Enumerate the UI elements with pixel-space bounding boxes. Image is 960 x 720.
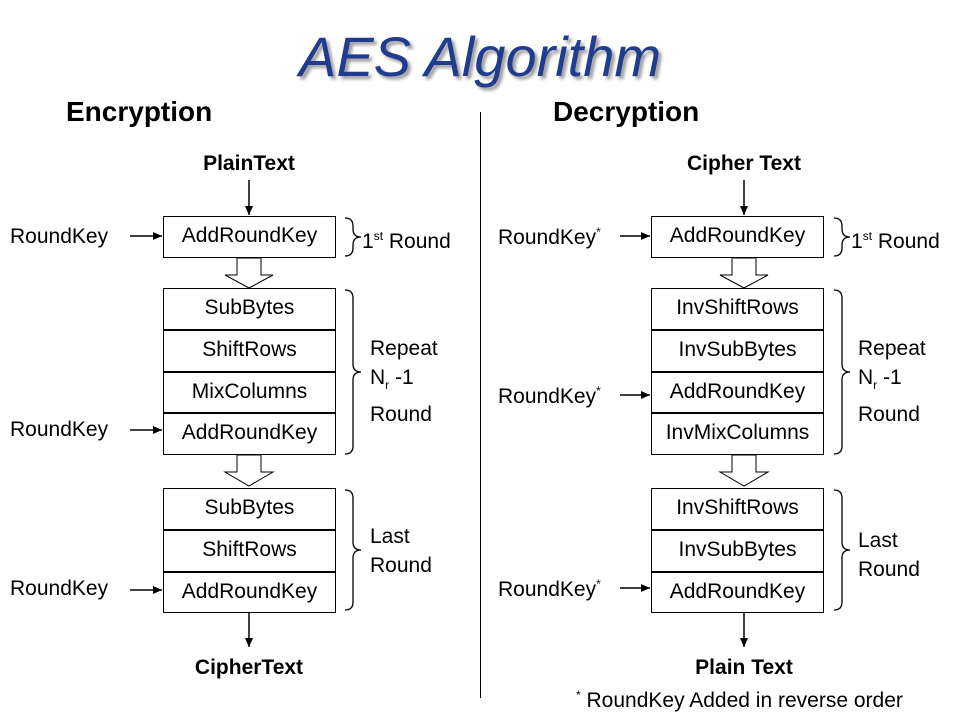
- dec-last-add-round-key: AddRoundKey: [651, 572, 824, 613]
- enc-round-key-1: RoundKey: [10, 225, 109, 248]
- dec-brace-repeat: [833, 289, 851, 455]
- dec-last-inv-shift-rows: InvShiftRows: [651, 488, 824, 530]
- dec-repeat-inv-sub-bytes: InvSubBytes: [651, 330, 824, 372]
- dec-repeat-inv-shift-rows: InvShiftRows: [651, 288, 824, 330]
- enc-brace-first: [344, 217, 362, 257]
- page-title: AES Algorithm: [298, 25, 662, 88]
- dec-last-inv-sub-bytes: InvSubBytes: [651, 530, 824, 572]
- dec-repeat-add-round-key: AddRoundKey: [651, 372, 824, 413]
- dec-round-key-2: RoundKey*: [498, 384, 601, 408]
- enc-first-round-label: 1st Round: [362, 229, 451, 253]
- dec-first-add-round-key: AddRoundKey: [651, 216, 824, 258]
- enc-round-key-3: RoundKey: [10, 577, 109, 600]
- dec-block-arrow-2: [718, 454, 770, 487]
- dec-output-label: Plain Text: [695, 656, 793, 679]
- enc-brace-repeat: [344, 289, 362, 455]
- enc-last-sub-bytes: SubBytes: [163, 488, 336, 530]
- enc-repeat-mix-columns: MixColumns: [163, 372, 336, 413]
- decryption-heading: Decryption: [553, 96, 700, 127]
- dec-first-round-label: 1st Round: [851, 229, 940, 253]
- dec-round-key-1: RoundKey*: [498, 225, 601, 249]
- enc-repeat-add-round-key: AddRoundKey: [163, 413, 336, 455]
- enc-block-arrow-2: [223, 454, 275, 487]
- dec-repeat-inv-mix-columns: InvMixColumns: [651, 413, 824, 455]
- center-divider: [480, 112, 481, 698]
- enc-input-label: PlainText: [203, 152, 295, 175]
- dec-input-label: Cipher Text: [687, 152, 801, 175]
- enc-repeat-sub-bytes: SubBytes: [163, 288, 336, 330]
- enc-last-add-round-key: AddRoundKey: [163, 572, 336, 613]
- dec-round-key-3: RoundKey*: [498, 577, 601, 601]
- dec-last-round-label: Last Round: [858, 529, 920, 581]
- footnote: * RoundKey Added in reverse order: [576, 688, 903, 712]
- enc-last-round-label: Last Round: [370, 525, 432, 577]
- enc-block-arrow-1: [224, 257, 274, 289]
- enc-repeat-shift-rows: ShiftRows: [163, 330, 336, 372]
- dec-brace-first: [833, 217, 851, 257]
- encryption-heading: Encryption: [66, 96, 213, 127]
- enc-brace-last: [344, 489, 362, 611]
- dec-repeat-round-label: Repeat Nr -1 Round: [858, 337, 926, 427]
- enc-repeat-round-label: Repeat Nr -1 Round: [370, 337, 438, 427]
- dec-block-arrow-1: [719, 257, 769, 289]
- enc-last-shift-rows: ShiftRows: [163, 530, 336, 572]
- enc-first-add-round-key: AddRoundKey: [163, 216, 336, 258]
- enc-output-label: CipherText: [194, 656, 304, 679]
- dec-brace-last: [833, 489, 851, 611]
- enc-round-key-2: RoundKey: [10, 418, 109, 441]
